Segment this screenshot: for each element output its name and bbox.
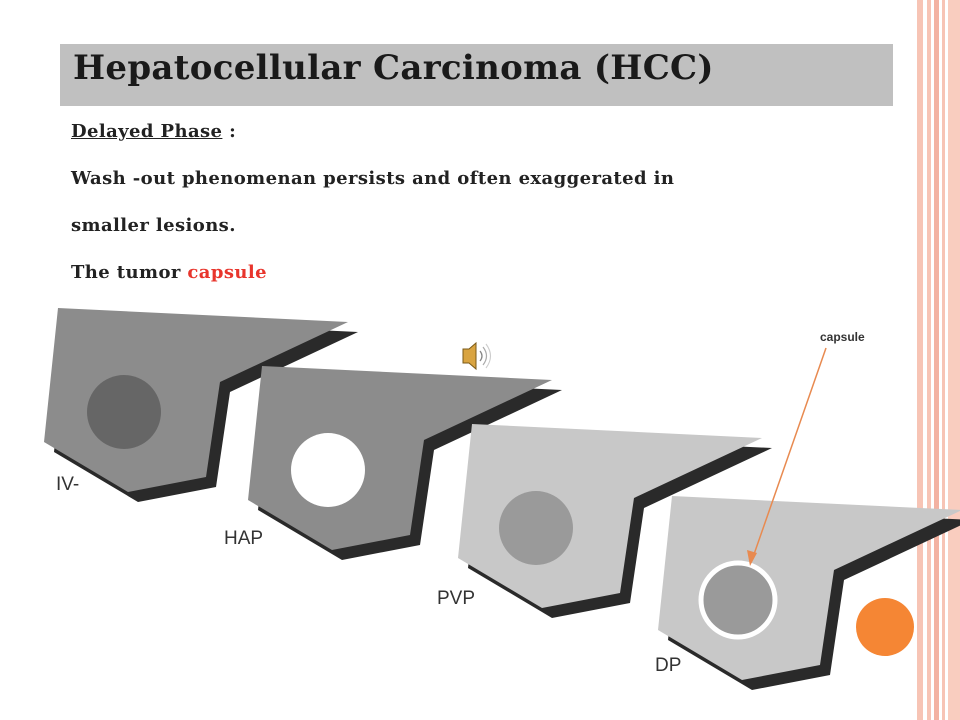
body-line-1: Wash -out phenomenan persists and often …: [71, 168, 675, 189]
liver-slice-iv: [44, 308, 358, 502]
title-bar: [60, 44, 893, 106]
capsule-arrow: [747, 347, 827, 566]
liver-slice-pvp: [458, 424, 772, 618]
decor-stripe: [927, 0, 931, 720]
liver-slice-dp: [658, 496, 960, 690]
lesion: [291, 433, 365, 507]
slide-title: Hepatocellular Carcinoma (HCC): [73, 48, 714, 88]
speaker-icon[interactable]: [462, 341, 492, 371]
phase-label-hap: HAP: [224, 528, 264, 549]
capsule-annotation-label: capsule: [820, 330, 865, 344]
decor-stripe: [917, 0, 923, 720]
body-line-3-prefix: The tumor: [71, 262, 188, 283]
phase-heading-line: Delayed Phase :: [71, 121, 236, 142]
phase-label-pvp: PVP: [437, 588, 476, 609]
liver-slice-hap: [248, 366, 562, 560]
lesion-with-capsule: [698, 560, 778, 640]
lesion: [87, 375, 161, 449]
phase-heading: Delayed Phase: [71, 121, 223, 142]
decor-stripe: [942, 0, 945, 720]
phase-label-dp: DP: [655, 655, 682, 676]
capsule-highlight: capsule: [187, 262, 267, 283]
body-line-3: The tumor capsule: [71, 262, 267, 283]
lesion: [499, 491, 573, 565]
phase-heading-suffix: :: [222, 121, 237, 142]
phase-label-iv: IV-: [56, 474, 80, 495]
decor-orange-circle: [856, 598, 914, 656]
body-line-2: smaller lesions.: [71, 215, 236, 236]
decor-stripe: [948, 0, 960, 720]
decor-stripe: [934, 0, 939, 720]
